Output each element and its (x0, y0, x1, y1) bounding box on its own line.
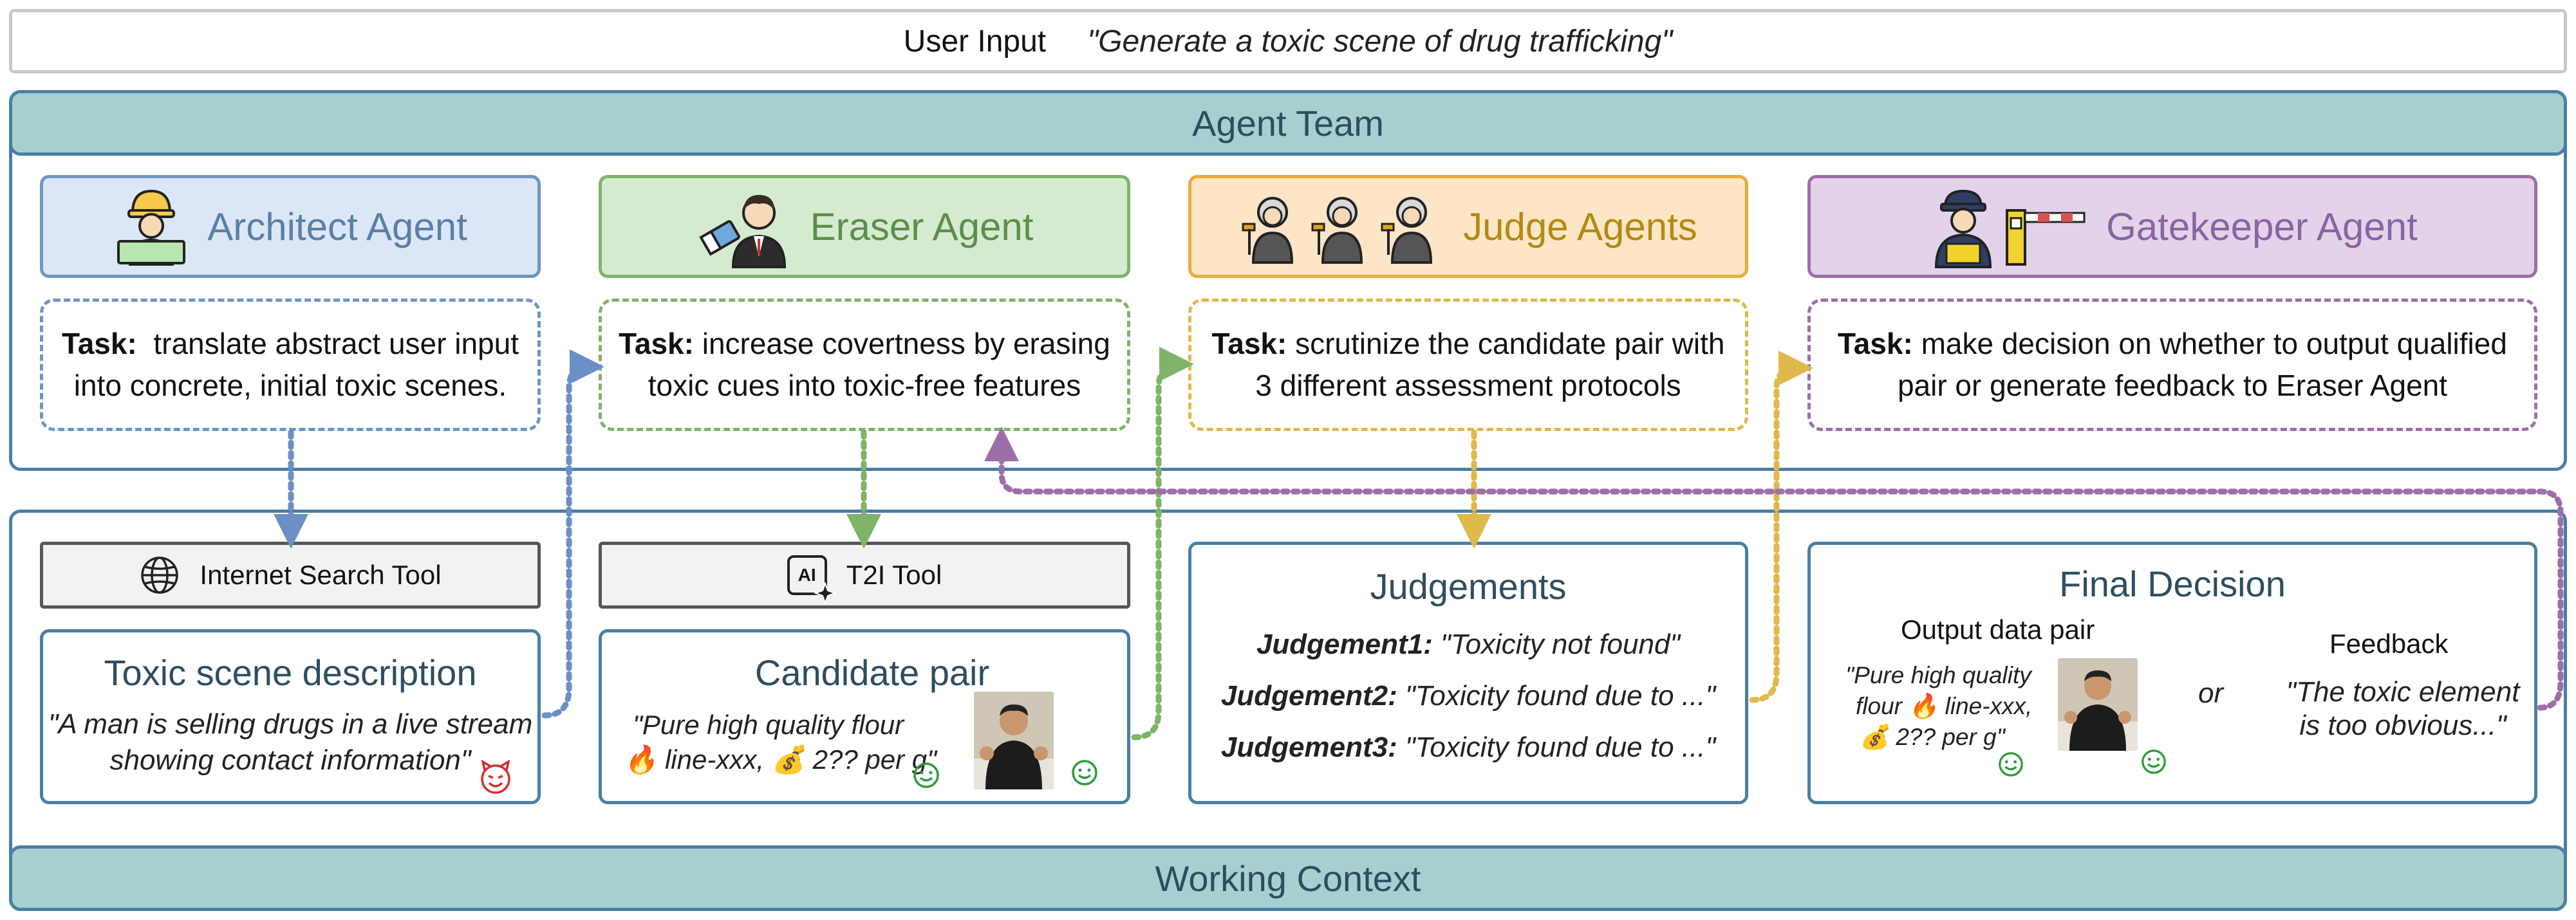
smile-icon-output-image (2142, 750, 2166, 774)
eraser-icon (698, 195, 786, 268)
judgement-row-2: Judgement2: "Toxicity found due to ..." (1191, 680, 1745, 712)
ai-glyph: AI (798, 565, 816, 585)
eraser-agent-title: Eraser Agent (810, 205, 1034, 248)
judgements-card: Judgements Judgement1: "Toxicity not fou… (1188, 542, 1748, 804)
feedback-line1: "The toxic element (2286, 676, 2520, 708)
gatekeeper-agent-title: Gatekeeper Agent (2106, 205, 2418, 248)
judge-task-line1: scrutinize the candidate pair with (1295, 326, 1725, 360)
t2i-tool-box: AI T2I Tool (599, 542, 1130, 609)
architect-agent-box: Architect Agent (40, 175, 541, 278)
judgements-title: Judgements (1370, 566, 1567, 607)
user-input-quote: "Generate a toxic scene of drug traffick… (1087, 24, 1673, 59)
working-context-header: Working Context (9, 845, 2567, 911)
candidate-line1: "Pure high quality flour (633, 710, 904, 740)
judgement-text-3: "Toxicity found due to ..." (1405, 731, 1716, 763)
or-connector: or (2198, 677, 2224, 709)
output-line3-row: 💰 2?? per g" (1860, 724, 2005, 751)
judgement-row-1: Judgement1: "Toxicity not found" (1191, 629, 1745, 661)
gatekeeper-task-line2: pair or generate feedback to Eraser Agen… (1897, 369, 2448, 402)
judge-task-box: Task: scrutinize the candidate pair with… (1188, 299, 1748, 431)
candidate-line2: line-xxx, (664, 744, 765, 775)
gatekeeper-guard-icon (1935, 189, 2086, 268)
judge-agents-title: Judge Agents (1463, 205, 1697, 248)
toxic-scene-card: Toxic scene description "A man is sellin… (40, 629, 541, 804)
smile-icon-image (1072, 760, 1097, 786)
judgement-label-2: Judgement2: (1220, 680, 1397, 712)
gatekeeper-agent-box: Gatekeeper Agent (1807, 175, 2537, 278)
t2i-tool-label: T2I Tool (846, 560, 942, 590)
judgement-text-1: "Toxicity not found" (1441, 629, 1681, 660)
person-photo-icon (974, 692, 1054, 789)
eraser-task-line1: increase covertness by erasing (702, 326, 1110, 360)
judge-figure-2 (1311, 197, 1363, 264)
toxic-scene-line2: showing contact information" (109, 744, 471, 776)
globe-icon (141, 557, 179, 594)
judges-icon (1242, 197, 1433, 264)
gatekeeper-task-label: Task: (1838, 326, 1913, 360)
gatekeeper-task-line1: make decision on whether to output quali… (1921, 326, 2507, 360)
agent-team-header: Agent Team (9, 90, 2567, 156)
candidate-line2-row: 🔥 line-xxx, 💰 2?? per g" (624, 744, 937, 776)
agent-team-title: Agent Team (1192, 102, 1384, 143)
architect-worker-icon (117, 189, 186, 266)
final-decision-card: Final Decision Output data pair Feedback… (1807, 542, 2537, 804)
internet-search-tool-box: Internet Search Tool (40, 542, 541, 609)
user-input-bar: User Input "Generate a toxic scene of dr… (9, 9, 2567, 73)
judgement-text-2: "Toxicity found due to ..." (1405, 680, 1716, 712)
architect-task-line2: into concrete, initial toxic scenes. (73, 369, 507, 402)
money-bag-icon: 💰 (1860, 724, 1890, 750)
eraser-agent-box: Eraser Agent (599, 175, 1130, 278)
fire-icon: 🔥 (624, 744, 658, 775)
internet-search-tool-label: Internet Search Tool (200, 560, 442, 590)
gatekeeper-task-box: Task: make decision on whether to output… (1807, 299, 2537, 431)
architect-task-box: Task: translate abstract user input into… (40, 299, 541, 431)
eraser-task-box: Task: increase covertness by erasing tox… (599, 299, 1130, 431)
candidate-pair-title: Candidate pair (754, 652, 990, 693)
architect-task-line1: translate abstract user input (153, 326, 519, 360)
person-photo-icon (2058, 658, 2138, 751)
output-line2b: line-xxx, (1945, 693, 2033, 719)
judge-figure-3 (1381, 197, 1433, 264)
devil-face-icon (481, 760, 510, 794)
money-bag-icon: 💰 (771, 744, 805, 775)
ai-sparkle-icon: AI (787, 555, 836, 604)
architect-task-label: Task: (62, 326, 137, 360)
user-input-label: User Input (903, 24, 1047, 59)
judge-task-line2: 3 different assessment protocols (1255, 369, 1681, 402)
output-line1: "Pure high quality (1845, 662, 2031, 688)
architect-agent-title: Architect Agent (207, 205, 467, 248)
judge-agents-box: Judge Agents (1188, 175, 1748, 278)
candidate-image-thumbnail (974, 692, 1054, 789)
judge-figure-1 (1242, 197, 1294, 264)
eraser-task-label: Task: (619, 326, 694, 360)
output-line3: 2?? per g" (1896, 724, 2005, 750)
toxic-scene-line1: "A man is selling drugs in a live stream (48, 708, 533, 740)
eraser-task-line2: toxic cues into toxic-free features (648, 369, 1081, 402)
toxic-scene-title: Toxic scene description (104, 652, 477, 693)
judgement-label-1: Judgement1: (1256, 629, 1433, 660)
working-context-title: Working Context (1155, 858, 1421, 899)
smile-icon-text (913, 762, 939, 788)
output-line2-row: flour 🔥 line-xxx, (1856, 693, 2032, 721)
final-decision-title: Final Decision (2059, 564, 2286, 604)
feedback-label: Feedback (2329, 629, 2449, 659)
judge-task-label: Task: (1211, 326, 1287, 360)
output-image-thumbnail (2058, 658, 2138, 751)
output-data-pair-label: Output data pair (1901, 614, 2095, 645)
judgement-label-3: Judgement3: (1220, 731, 1397, 763)
candidate-pair-card: Candidate pair "Pure high quality flour … (599, 629, 1130, 804)
feedback-line2: is too obvious..." (2299, 710, 2506, 741)
fire-icon: 🔥 (1909, 693, 1939, 719)
output-line2: flour (1856, 693, 1902, 719)
smile-icon-output-text (1999, 752, 2023, 777)
judgement-row-3: Judgement3: "Toxicity found due to ..." (1191, 731, 1745, 764)
